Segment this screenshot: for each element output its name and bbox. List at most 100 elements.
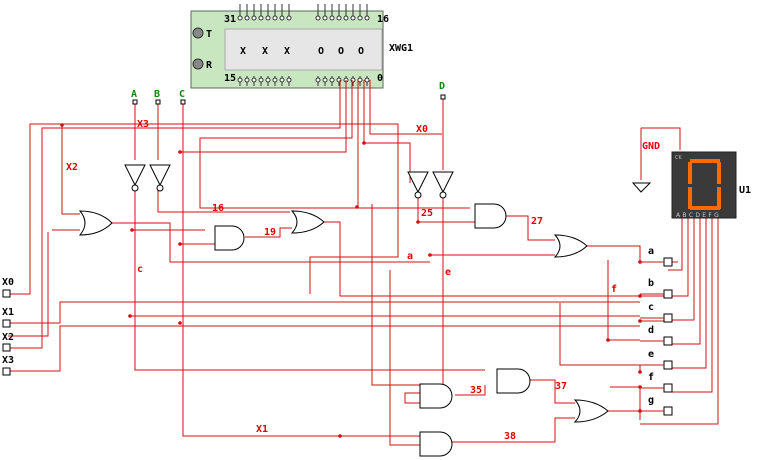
inverter-c[interactable] (407, 171, 429, 199)
wg-pin-terminal[interactable] (251, 15, 257, 21)
wg-pin-terminal[interactable] (265, 77, 271, 83)
ready-terminal-icon[interactable] (192, 58, 204, 70)
wg-pin-terminal[interactable] (244, 15, 250, 21)
wire-wg-c (363, 80, 411, 183)
and-gate-38[interactable] (419, 431, 453, 457)
inverter-d[interactable] (432, 171, 454, 199)
input-pin-X3[interactable] (2, 367, 11, 376)
wg-display-o1: O (318, 46, 324, 57)
wg-pin-terminal[interactable] (329, 15, 335, 21)
wg-pin-terminal[interactable] (272, 15, 278, 21)
wg-pin-terminal[interactable] (286, 77, 292, 83)
wg-pin-terminal[interactable] (251, 77, 257, 83)
wg-pin-terminal[interactable] (237, 77, 243, 83)
wire-X1-in (8, 301, 640, 324)
word-generator[interactable]: T R X X X O O O XWG1 31 16 15 0 (190, 4, 413, 89)
wg-pin-terminal[interactable] (350, 15, 356, 21)
wires (8, 80, 719, 446)
wg-pin-terminal[interactable] (244, 77, 250, 83)
left-inputs[interactable]: X0 X1 X2 X3 (2, 277, 14, 376)
wg-pin-terminal[interactable] (315, 77, 321, 83)
wg-pin-terminal[interactable] (315, 15, 321, 21)
wire-x0 (369, 80, 442, 135)
segment-probe-b[interactable] (663, 289, 673, 299)
input-label-C: C (179, 89, 185, 100)
display-ck-label: CK (675, 155, 682, 161)
segment-label-c: c (648, 302, 654, 313)
wg-pin-terminal[interactable] (364, 15, 370, 21)
junction-dot (178, 242, 182, 246)
input-pin-C[interactable] (180, 99, 186, 105)
wg-pin-terminal[interactable] (364, 77, 370, 83)
inverters[interactable] (124, 164, 454, 199)
label-19: 19 (264, 227, 276, 238)
or-gate-a[interactable] (553, 234, 588, 258)
input-pin-X0[interactable] (2, 289, 11, 298)
seven-segment-display[interactable]: CK A B C D E F G U1 (671, 151, 751, 219)
and-gate-35[interactable] (419, 383, 453, 409)
input-label-A: A (131, 89, 137, 100)
and-gate-37[interactable] (496, 368, 531, 394)
label-x3: X3 (137, 119, 149, 130)
wg-pin-terminal[interactable] (343, 15, 349, 21)
segment-probe-c[interactable] (663, 313, 673, 323)
or-gate-1[interactable] (78, 210, 113, 236)
label-x2: X2 (66, 162, 78, 173)
input-pin-B[interactable] (155, 99, 161, 105)
wire-19 (245, 227, 292, 238)
wg-pin-terminal[interactable] (329, 77, 335, 83)
segment-probe-e[interactable] (663, 360, 673, 370)
wg-display-o3: O (358, 46, 364, 57)
input-pin-A[interactable] (132, 99, 138, 105)
ground-icon (631, 182, 652, 193)
junction-dot (178, 150, 182, 154)
wg-pin-terminal[interactable] (322, 77, 328, 83)
inverter-b[interactable] (149, 164, 171, 192)
label-f: f (611, 284, 617, 295)
segment-probe-d[interactable] (663, 336, 673, 346)
wire-27 (506, 215, 555, 241)
gnd-label: GND (642, 141, 660, 152)
wg-pin-terminal[interactable] (357, 15, 363, 21)
wire-x3 (8, 80, 341, 349)
segment-d-icon (690, 206, 720, 210)
wg-pin-terminal[interactable] (286, 15, 292, 21)
wg-pin-terminal[interactable] (336, 15, 342, 21)
top-inputs[interactable]: A B C D (131, 81, 446, 105)
or-gate-2[interactable] (290, 210, 325, 234)
wire-not-b (157, 190, 290, 213)
segment-probe-g[interactable] (663, 406, 673, 416)
wg-display-x2: X (262, 46, 268, 57)
wg-pin-terminal[interactable] (237, 15, 243, 21)
wg-pin-terminal[interactable] (322, 15, 328, 21)
trigger-label: T (206, 29, 212, 40)
wg-pin-label-15: 15 (224, 73, 236, 84)
and-gate-27[interactable] (474, 203, 507, 229)
segment-label-g: g (648, 395, 654, 406)
and-gate-19[interactable] (214, 225, 245, 251)
junction-dot (638, 319, 642, 323)
segment-probe-f[interactable] (663, 383, 673, 393)
junction-dot (428, 253, 432, 257)
digit-segments (688, 159, 721, 210)
inverter-a[interactable] (124, 164, 146, 192)
label-35: 35 (470, 385, 482, 396)
logic-gates[interactable] (78, 203, 609, 457)
segment-probe-a[interactable] (663, 257, 673, 267)
wg-pin-terminal[interactable] (279, 15, 285, 21)
wg-pin-label-31: 31 (224, 14, 236, 25)
trigger-terminal-icon[interactable] (192, 27, 204, 39)
wg-pin-terminal[interactable] (357, 77, 363, 83)
input-pin-X1[interactable] (2, 319, 11, 328)
wg-pin-terminal[interactable] (258, 77, 264, 83)
wg-pin-terminal[interactable] (258, 15, 264, 21)
wg-display-x1: X (240, 46, 246, 57)
input-pin-X2[interactable] (2, 343, 11, 352)
wg-pin-terminal[interactable] (279, 77, 285, 83)
or-gate-g[interactable] (573, 399, 609, 423)
wire-or2-out (323, 221, 640, 297)
wg-pin-terminal[interactable] (265, 15, 271, 21)
input-pin-D[interactable] (440, 94, 446, 100)
wg-pin-terminal[interactable] (272, 77, 278, 83)
